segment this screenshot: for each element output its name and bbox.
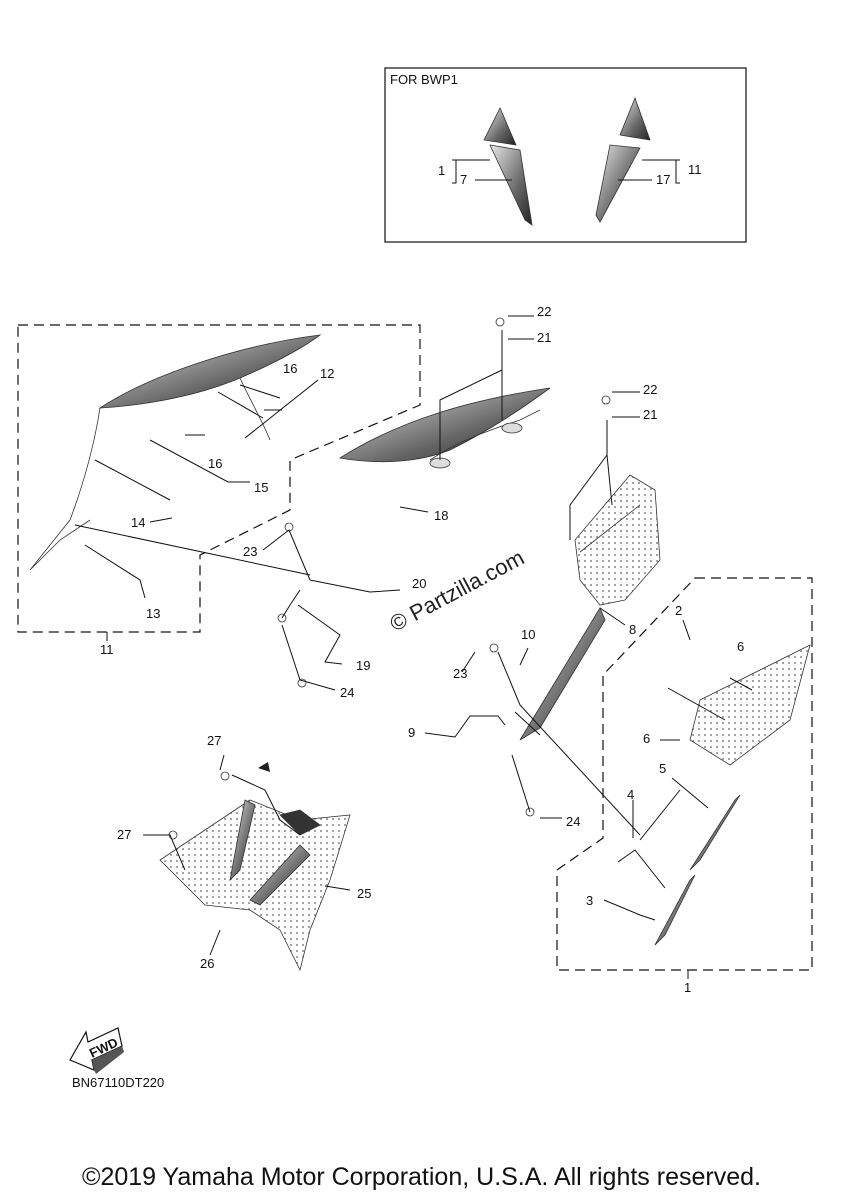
blade-part — [519, 607, 606, 741]
callout-21-b: 21 — [643, 407, 657, 422]
inset-frame — [384, 67, 747, 243]
fwd-arrow: FWD — [69, 1027, 124, 1074]
callout-24-b: 24 — [566, 814, 580, 829]
callout-6-a: 6 — [737, 639, 744, 654]
copyright: ©2019 Yamaha Motor Corporation, U.S.A. A… — [82, 1163, 761, 1191]
callout-2: 2 — [675, 603, 682, 618]
callout-26: 26 — [200, 956, 214, 971]
callout-19: 19 — [356, 658, 370, 673]
bracket-1 — [452, 159, 490, 184]
leader-lines — [74, 315, 753, 956]
callout-22-b: 22 — [643, 382, 657, 397]
callout-17: 17 — [656, 172, 670, 187]
callout-16-b: 16 — [208, 456, 222, 471]
callout-1-inset: 1 — [438, 163, 445, 178]
callout-20: 20 — [412, 576, 426, 591]
callout-11-inset: 11 — [688, 162, 702, 177]
callout-1: 1 — [684, 980, 691, 995]
callout-16-a: 16 — [283, 361, 297, 376]
callout-5: 5 — [659, 761, 666, 776]
right-side-cover — [654, 644, 811, 946]
callout-13: 13 — [146, 606, 160, 621]
callout-8: 8 — [629, 622, 636, 637]
front-lower-cover — [159, 762, 351, 972]
callout-4: 4 — [627, 787, 634, 802]
callout-9: 9 — [408, 725, 415, 740]
callout-3: 3 — [586, 893, 593, 908]
callout-27-a: 27 — [207, 733, 221, 748]
watermark: © Partzilla.com — [386, 545, 529, 637]
callout-18: 18 — [434, 508, 448, 523]
upper-right-panel — [574, 474, 661, 606]
group-1-outline — [556, 577, 813, 971]
callout-14: 14 — [131, 515, 145, 530]
left-side-cover — [29, 334, 322, 571]
inset-right-emblem — [595, 96, 651, 223]
callout-22-a: 22 — [537, 304, 551, 319]
inset-bwp1: FOR BWP1 1 7 11 17 — [384, 67, 747, 243]
bracket-11 — [642, 159, 680, 184]
callout-25: 25 — [357, 886, 371, 901]
callout-27-b: 27 — [117, 827, 131, 842]
callout-24-a: 24 — [340, 685, 354, 700]
callout-12: 12 — [320, 366, 334, 381]
callout-6-b: 6 — [643, 731, 650, 746]
diagram-code: BN67110DT220 — [72, 1075, 164, 1090]
callout-23-b: 23 — [453, 666, 467, 681]
callout-numbers: 22 21 22 21 16 12 16 15 14 13 18 23 20 1… — [117, 304, 744, 971]
hardware — [168, 317, 611, 840]
callout-23-a: 23 — [243, 544, 257, 559]
inset-left-emblem — [483, 107, 533, 226]
callout-10: 10 — [521, 627, 535, 642]
group-11-outline — [17, 324, 421, 633]
inset-title: FOR BWP1 — [390, 72, 458, 87]
callout-21-a: 21 — [537, 330, 551, 345]
top-cover — [338, 387, 551, 469]
callout-15: 15 — [254, 480, 268, 495]
callout-11: 11 — [100, 642, 114, 657]
callout-7: 7 — [460, 172, 467, 187]
